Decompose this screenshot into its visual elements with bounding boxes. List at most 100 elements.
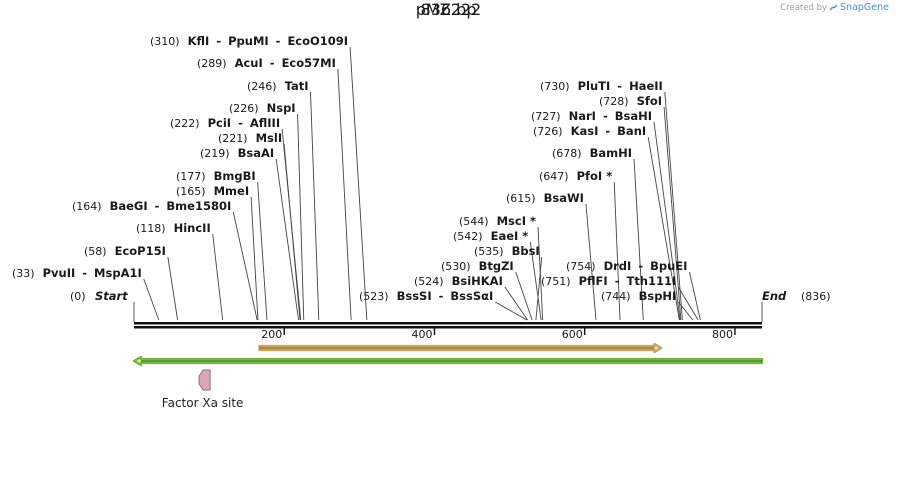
enzyme-name: Tth111I (626, 274, 676, 288)
site-label[interactable]: (164)BaeGI-Bme1580I (72, 199, 231, 213)
site-leader-line (537, 226, 544, 321)
site-position: (226) (229, 102, 259, 115)
site-label[interactable]: (678)BamHI (552, 146, 632, 160)
site-label[interactable]: (530) BtgZI (441, 259, 514, 273)
enzyme-name: HaeII (629, 79, 663, 93)
site-label[interactable]: (219)BsaAI (200, 146, 274, 160)
site-label[interactable]: (118)HincII (136, 221, 211, 235)
site-position: (615) (506, 192, 536, 205)
enzyme-name: PvuII (43, 266, 76, 280)
feature[interactable] (258, 342, 663, 354)
site-position: (164) (72, 200, 102, 213)
site-position: (524) (414, 275, 444, 288)
enzyme-name: NspI (267, 101, 296, 115)
feature[interactable]: Factor Xa site (162, 369, 244, 410)
enzyme-name: MspA1I (94, 266, 142, 280)
site-label[interactable]: (727)NarI-BsaHI (531, 109, 652, 123)
site-position: (177) (176, 170, 206, 183)
site-label[interactable]: (728)SfoI (599, 94, 662, 108)
feature-annotations: Factor Xa site (132, 342, 764, 410)
site-leader-line (310, 91, 320, 321)
site-label[interactable]: (647)PfoI * (539, 169, 612, 183)
site-label[interactable]: (289)AcuI-Eco57MI (197, 56, 336, 70)
site-label[interactable]: (310)KflI-PpuMI-EcoO109I (150, 34, 348, 48)
name-separator: - (638, 259, 643, 273)
enzyme-name: BanI (617, 124, 646, 138)
site-leader-line (677, 286, 699, 321)
site-position: (751) (541, 275, 571, 288)
site-label[interactable]: (58)EcoP15I (84, 244, 166, 258)
enzyme-name: BtgZI (479, 259, 514, 273)
tick-label: 600 (562, 328, 583, 341)
tick-label: 400 (411, 328, 432, 341)
site-leader-line (633, 158, 644, 321)
factor-xa-shape (198, 369, 211, 391)
site-label[interactable]: (246)TatI (247, 79, 309, 93)
bottom-strand (134, 326, 762, 329)
enzyme-name: MmeI (214, 184, 250, 198)
site-label[interactable]: (221)MslI (218, 131, 282, 145)
site-label[interactable]: (726)KasI-BanI (533, 124, 646, 138)
site-label[interactable]: (615)BsaWI (506, 191, 584, 205)
site-position: (647) (539, 170, 569, 183)
site-leader-line (529, 241, 542, 321)
enzyme-name: BssSI (397, 289, 432, 303)
site-position: (730) (540, 80, 570, 93)
enzyme-name: SfoI (637, 94, 662, 108)
feature[interactable] (132, 355, 764, 367)
site-leader-line (212, 233, 224, 321)
site-leader-line (167, 256, 179, 321)
site-position: (310) (150, 35, 180, 48)
end-marker: End(836) (761, 289, 831, 322)
site-label[interactable]: (523)BssSI-BssSαI (359, 289, 493, 303)
top-strand (134, 322, 762, 325)
enzyme-name: BpuEI (650, 259, 687, 273)
site-position: (33) (12, 267, 35, 280)
site-leader-lines (143, 46, 701, 321)
enzyme-name: BsaHI (615, 109, 652, 123)
site-label[interactable]: (754)DrdI-BpuEI (566, 259, 687, 273)
site-label[interactable]: (165)MmeI (176, 184, 249, 198)
site-label[interactable]: (542)EaeI * (453, 229, 528, 243)
site-label[interactable]: (222)PciI-AflIII (170, 116, 280, 130)
enzyme-name: AcuI (235, 56, 263, 70)
site-position: (118) (136, 222, 166, 235)
site-label[interactable]: (177)BmgBI (176, 169, 256, 183)
feature-label: Factor Xa site (162, 396, 244, 410)
site-label[interactable]: (33)PvuII-MspA1I (12, 266, 142, 280)
name-separator: - (617, 79, 622, 93)
enzyme-name: PciI (208, 116, 231, 130)
credit-brand: SnapGene (840, 2, 889, 13)
site-label[interactable]: (751) PflFI-Tth111I (541, 274, 676, 288)
site-leader-line (515, 271, 533, 321)
site-leader-line (653, 121, 681, 321)
name-separator: - (615, 274, 620, 288)
site-label[interactable]: (544) MscI * (459, 214, 536, 228)
site-position: (219) (200, 147, 230, 160)
tick-label: 800 (712, 328, 733, 341)
start-position: (0) (70, 290, 86, 303)
enzyme-name: TatI (285, 79, 309, 93)
snapgene-credit: Created by SnapGene (780, 2, 889, 13)
site-leader-line (250, 196, 259, 321)
site-position: (754) (566, 260, 596, 273)
site-leader-line (143, 278, 160, 321)
site-position: (744) (601, 290, 631, 303)
site-label[interactable]: (730)PluTI-HaeII (540, 79, 663, 93)
site-leader-line (647, 136, 680, 321)
site-leader-line (677, 301, 694, 321)
site-position: (530) (441, 260, 471, 273)
site-position: (544) (459, 215, 489, 228)
enzyme-name: BssSαI (450, 289, 493, 303)
enzyme-name: PflFI (579, 274, 608, 288)
site-label[interactable]: (524)BsiHKAI (414, 274, 503, 288)
site-position: (726) (533, 125, 563, 138)
site-leader-line (495, 301, 528, 321)
enzyme-name: Eco57MI (282, 56, 336, 70)
site-label[interactable]: (744) BspHI (601, 289, 676, 303)
enzyme-name: MscI * (497, 214, 536, 228)
enzyme-name: AflIII (250, 116, 280, 130)
site-label[interactable]: (226) NspI (229, 101, 296, 115)
site-label[interactable]: (535)BbsI (474, 244, 540, 258)
enzyme-name: BspHI (639, 289, 677, 303)
